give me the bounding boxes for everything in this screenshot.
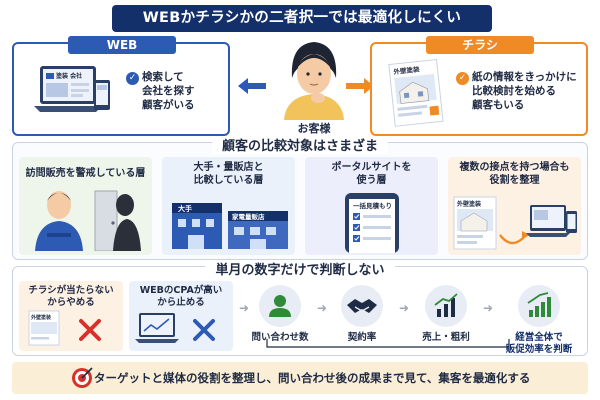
- card-big-retailer: 大手・量販店と 比較している層 大手 家電量販店: [162, 157, 295, 255]
- channel-comparison-section: WEB 塗装 会社 ✓ 検索して 会社を探す 顧客がいる: [12, 34, 588, 136]
- card-multi-touchpoint: 複数の接点を持つ場合も 役割を整理 外壁塗装: [448, 157, 581, 255]
- person-icon: [259, 285, 301, 327]
- phone-title: 一括見積もり: [353, 201, 392, 210]
- section3-title: 単月の数字だけで判断しない: [13, 259, 587, 278]
- laptop-icon: 塗装 会社: [34, 66, 110, 112]
- card4-flyer-title: 外壁塗装: [456, 200, 481, 208]
- check-icon: ✓: [126, 72, 139, 85]
- step-label: 経営全体で 販促効率を判断: [505, 332, 573, 355]
- comparison-targets-section: 顧客の比較対象はさまざま 訪問販売を警戒している層 大手・量販店と 比較している…: [12, 139, 588, 260]
- arrow-right-icon: ➜: [399, 301, 410, 315]
- check-icon: ✓: [456, 72, 469, 85]
- cross-icon: [79, 319, 101, 341]
- site-name: 塗装 会社: [56, 72, 82, 80]
- store2-label: 家電量販店: [232, 212, 265, 221]
- summary-banner: ターゲットと媒体の役割を整理し、問い合わせ後の成果まで見て、集客を最適化する: [12, 362, 588, 394]
- target-icon: [72, 367, 93, 388]
- flyer-title: 外壁塗装: [393, 64, 420, 76]
- wary-person-icon: [35, 190, 141, 251]
- banner-text: ターゲットと媒体の役割を整理し、問い合わせ後の成果まで見て、集客を最適化する: [94, 371, 531, 385]
- handshake-icon: [341, 285, 383, 327]
- card-label: チラシが当たらない からやめる: [28, 285, 114, 308]
- laptop-chart-icon: [135, 313, 179, 343]
- step-inquiries: 問い合わせ数: [251, 285, 309, 344]
- arrow-right-icon: [346, 78, 374, 94]
- cross-icon: [193, 319, 215, 341]
- card-portal-site: ポータルサイトを 使う層 一括見積もり: [305, 157, 438, 255]
- page-title: WEBかチラシかの二者択一では最適化しにくい: [112, 5, 492, 32]
- flyer-icon: 外壁塗装: [388, 59, 444, 127]
- card-label: 訪問販売を警戒している層: [25, 168, 146, 179]
- bar-chart-icon: [425, 285, 467, 327]
- card-stop-flyer: チラシが当たらない からやめる 外壁塗装: [19, 281, 123, 351]
- flyer-tag: チラシ: [426, 36, 534, 54]
- card-label: WEBのCPAが高い から止める: [139, 285, 223, 308]
- web-panel: WEB 塗装 会社 ✓ 検索して 会社を探す 顧客がいる: [12, 36, 230, 136]
- flyer-icon: 外壁塗装: [28, 310, 60, 346]
- multi-channel-icon: 外壁塗装: [453, 196, 577, 250]
- web-tag: WEB: [68, 36, 176, 54]
- arrow-right-icon: ➜: [317, 301, 328, 315]
- step-contract-rate: 契約率: [333, 285, 391, 344]
- web-description: 検索して 会社を探す 顧客がいる: [142, 71, 195, 111]
- step-label: 契約率: [347, 332, 377, 343]
- flyer-description: 紙の情報をきっかけに 比較検討を始める 顧客もいる: [472, 71, 577, 111]
- card-label: 複数の接点を持つ場合も 役割を整理: [459, 162, 570, 186]
- judgement-section: 単月の数字だけで判断しない チラシが当たらない からやめる 外壁塗装 WEBのC…: [12, 263, 588, 356]
- card-stop-web: WEBのCPAが高い から止める: [129, 281, 233, 351]
- flyer-panel: チラシ 外壁塗装 ✓ 紙の情報をきっかけに 比較検討を始める 顧客もいる: [370, 36, 588, 136]
- step-label: 問い合わせ数: [251, 332, 309, 343]
- arrow-right-icon: ➜: [239, 301, 250, 315]
- customer-icon: [284, 42, 344, 120]
- store1-label: 大手: [178, 204, 192, 213]
- small-flyer-title: 外壁塗装: [31, 314, 51, 321]
- growth-chart-icon: [518, 285, 560, 327]
- card-label: 大手・量販店と 比較している層: [193, 162, 264, 186]
- arrow-left-icon: [238, 78, 266, 94]
- arrow-right-icon: ➜: [483, 301, 494, 315]
- step-sales-profit: 売上・粗利: [417, 285, 475, 344]
- bracket-line: [266, 339, 510, 348]
- customer-label: お客様: [297, 122, 331, 135]
- section2-title: 顧客の比較対象はさまざま: [13, 135, 587, 154]
- card-door-to-door: 訪問販売を警戒している層: [19, 157, 152, 255]
- step-label: 売上・粗利: [422, 332, 470, 343]
- store-icon: 大手 家電量販店: [172, 203, 288, 249]
- smartphone-icon: 一括見積もり: [345, 193, 399, 253]
- card-label: ポータルサイトを 使う層: [331, 162, 412, 186]
- step-overall-judgement: 経営全体で 販促効率を判断: [497, 285, 581, 356]
